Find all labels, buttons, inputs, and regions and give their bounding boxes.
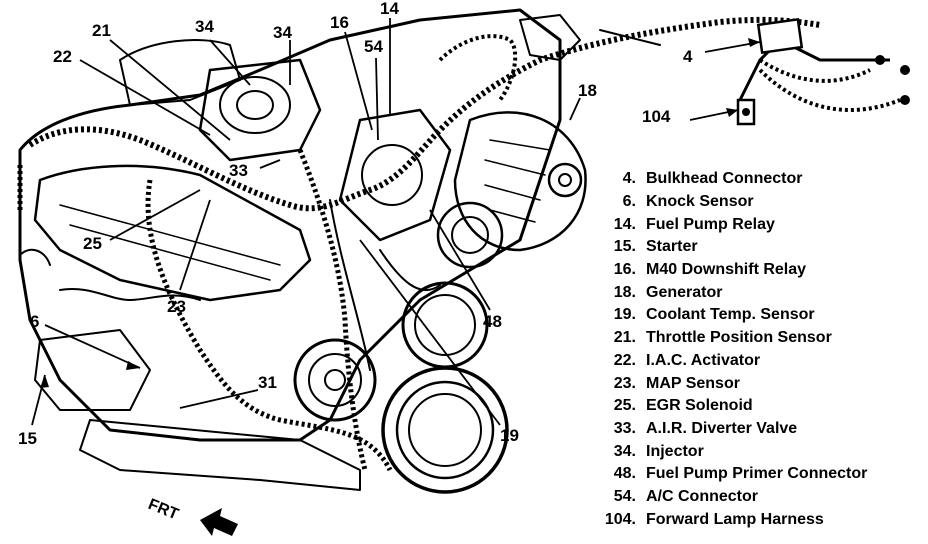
- bulkhead-connector-graphic: [736, 17, 804, 126]
- legend-item: 104. Forward Lamp Harness: [588, 508, 918, 531]
- legend-item: 15. Starter: [588, 236, 918, 259]
- legend-number: 14.: [613, 215, 636, 233]
- legend-number: 4.: [622, 170, 636, 188]
- leader-48: [429, 209, 491, 311]
- legend-label: Knock Sensor: [646, 193, 754, 211]
- legend-item: 21. Throttle Position Sensor: [588, 327, 918, 350]
- callout-4: 4: [683, 47, 693, 66]
- leader-16: [344, 31, 373, 131]
- wiring-harness-main: [28, 16, 821, 212]
- pulley-left: [293, 338, 377, 422]
- leader-22: [79, 59, 211, 136]
- callout-18: 18: [578, 81, 597, 100]
- callout-34-left: 34: [195, 17, 214, 36]
- leader-54: [375, 57, 379, 141]
- throttle-body: [198, 58, 322, 162]
- leader-23: [179, 199, 211, 291]
- legend-label: MAP Sensor: [646, 374, 740, 392]
- legend-number: 104.: [604, 510, 636, 528]
- legend-item: 48. Fuel Pump Primer Connector: [588, 463, 918, 486]
- legend-number: 16.: [613, 261, 636, 279]
- legend-number: 54.: [613, 487, 636, 505]
- legend-number: 21.: [613, 329, 636, 347]
- leader-25: [109, 189, 201, 241]
- callout-48: 48: [483, 312, 502, 331]
- callout-21: 21: [92, 21, 111, 40]
- callout-23: 23: [167, 297, 186, 316]
- leader-31: [179, 389, 259, 409]
- wiring-harness-front: [297, 149, 368, 471]
- leader-34a: [209, 39, 251, 86]
- legend-label: Injector: [646, 442, 704, 460]
- callout-54: 54: [364, 37, 383, 56]
- legend-label: A.I.R. Diverter Valve: [646, 419, 798, 437]
- legend-item: 34. Injector: [588, 440, 918, 463]
- wiring-harness-lower: [17, 165, 393, 472]
- generator: [453, 111, 587, 252]
- front-arrow-icon: [200, 508, 238, 536]
- legend-number: 15.: [613, 238, 636, 256]
- callout-16: 16: [330, 13, 349, 32]
- legend-item: 25. EGR Solenoid: [588, 395, 918, 418]
- legend-label: Throttle Position Sensor: [646, 329, 832, 347]
- legend-item: 22. I.A.C. Activator: [588, 350, 918, 373]
- legend-number: 23.: [613, 374, 636, 392]
- legend-item: 16. M40 Downshift Relay: [588, 259, 918, 282]
- legend-number: 34.: [613, 442, 636, 460]
- legend: 4. Bulkhead Connector 6. Knock Sensor 14. F…: [588, 168, 918, 531]
- leader-18: [569, 97, 581, 121]
- legend-item: 14. Fuel Pump Relay: [588, 213, 918, 236]
- legend-number: 48.: [613, 465, 636, 483]
- leader-19: [359, 239, 501, 426]
- callout-104: 104: [642, 107, 671, 126]
- legend-label: Fuel Pump Primer Connector: [646, 465, 868, 483]
- legend-label: Coolant Temp. Sensor: [646, 306, 815, 324]
- legend-number: 6.: [622, 193, 636, 211]
- callout-34-right: 34: [273, 23, 292, 42]
- callout-25: 25: [83, 234, 102, 253]
- callout-22: 22: [53, 47, 72, 66]
- legend-number: 19.: [613, 306, 636, 324]
- leader-6: [44, 324, 141, 369]
- legend-label: A/C Connector: [646, 487, 758, 505]
- legend-number: 18.: [613, 283, 636, 301]
- legend-label: Fuel Pump Relay: [646, 215, 775, 233]
- legend-number: 25.: [613, 397, 636, 415]
- leader-33: [259, 159, 281, 169]
- legend-number: 33.: [613, 419, 636, 437]
- legend-label: I.A.C. Activator: [646, 351, 761, 369]
- legend-item: 33. A.I.R. Diverter Valve: [588, 418, 918, 441]
- leader-21: [109, 39, 231, 141]
- legend-item: 4. Bulkhead Connector: [588, 168, 918, 191]
- legend-item: 19. Coolant Temp. Sensor: [588, 304, 918, 327]
- legend-item: 54. A/C Connector: [588, 486, 918, 509]
- legend-label: Bulkhead Connector: [646, 170, 803, 188]
- legend-item: 18. Generator: [588, 281, 918, 304]
- legend-label: Generator: [646, 283, 723, 301]
- legend-label: Starter: [646, 238, 698, 256]
- legend-label: Forward Lamp Harness: [646, 510, 824, 528]
- callout-15: 15: [18, 429, 37, 448]
- legend-label: EGR Solenoid: [646, 397, 753, 415]
- callout-33: 33: [229, 161, 248, 180]
- callout-14: 14: [380, 0, 399, 18]
- valve-cover: [33, 164, 312, 302]
- pulley-lower: [381, 366, 509, 494]
- legend-item: 6. Knock Sensor: [588, 191, 918, 214]
- callout-6: 6: [30, 312, 40, 331]
- engine-block-outline: [18, 8, 562, 442]
- legend-item: 23. MAP Sensor: [588, 372, 918, 395]
- callout-31: 31: [258, 373, 277, 392]
- callout-19: 19: [500, 426, 519, 445]
- legend-label: M40 Downshift Relay: [646, 261, 807, 279]
- legend-number: 22.: [613, 351, 636, 369]
